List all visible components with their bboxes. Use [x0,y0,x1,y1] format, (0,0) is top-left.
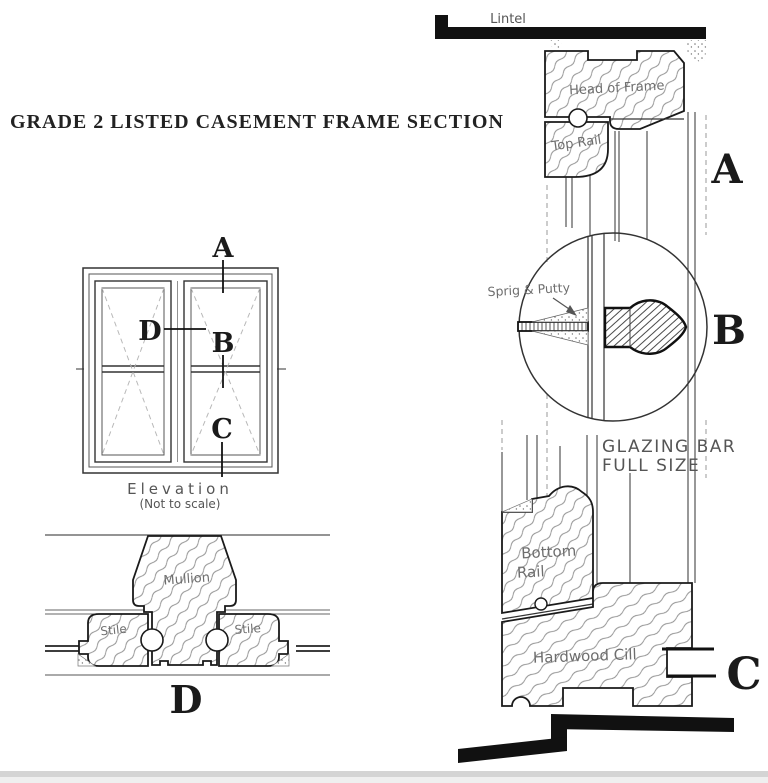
elevation-letter-c: C [211,414,233,445]
parting-bead [568,108,588,128]
elevation-caption: Elevation [127,480,233,498]
rail-clearance-line [501,603,594,620]
bottom-rail-label-line2: Rail [516,562,545,581]
section-letter-d: D [170,677,203,722]
putty-wedge-lower [531,330,589,346]
detail-letter-b: B [712,307,746,354]
bottom-rail-shape [501,485,594,615]
stile-right-label: Stile [234,621,261,637]
glass-lines-plan [45,645,330,652]
bottom-rail-label-line1: Bottom [521,542,577,563]
right-casement-sash [183,280,268,463]
putty-fillet-left [77,653,97,667]
wall-base-lower [458,737,567,763]
section-letter-a: A [710,146,743,193]
putty-arrow-head [566,305,577,316]
left-casement-sash [94,280,172,463]
head-of-frame-label: Head of Frame [569,79,665,99]
cill-section-drawing: Bottom Rail Hardwood Cill C [458,485,762,763]
mortar-stipple-right [686,40,708,64]
lintel-label: Lintel [490,12,526,27]
drip-bead [534,597,548,611]
elevation-letter-d: D [138,316,161,347]
window-inner-frame [88,273,273,468]
hardwood-cill-shape [501,582,693,707]
mullion-section-drawing: Mullion Stile Stile D [45,534,330,722]
page-title: GRADE 2 LISTED CASEMENT FRAME SECTION [10,111,504,133]
sprig-putty-label: Sprig & Putty [487,280,571,299]
putty-fillet-bottom-rail [501,498,533,513]
glazing-bar-caption-line1: GLAZING BAR [602,437,736,457]
wall-base-upper [551,714,734,732]
section-letter-c: C [726,649,761,700]
elevation-letter-a: A [212,233,235,264]
page-bottom-strip [0,777,768,783]
casement-opening-dashes [101,287,261,456]
glazing-bar-caption-line2: FULL SIZE [602,456,700,476]
dashed-projection-lines [501,115,707,508]
head-section-drawing: Lintel Head of Frame Top Rail A [435,12,743,193]
projection-lines [501,112,707,583]
mullion-label: Mullion [163,570,210,588]
staff-bead-right [205,628,229,652]
elevation-letter-b: B [212,328,235,359]
solid-projection-lines [501,112,696,583]
page-bottom-divider [0,771,768,777]
window-outer-frame [82,267,279,474]
hardwood-cill-label: Hardwood Cill [533,645,637,667]
lintel-shape [435,15,706,39]
stile-left-shape [78,613,149,667]
putty-fillet-right [270,653,290,667]
top-rail-label: Top Rail [550,133,603,155]
glazing-bar-profile [603,299,688,355]
elevation-note: (Not to scale) [140,497,221,511]
mortar-stipple-left [548,40,563,54]
top-rail-shape [544,121,609,178]
elevation-pointer-lines [164,260,224,477]
glass-edge-strip [517,321,589,332]
elevation-drawing: A D B C Elevation (Not to scale) [76,233,286,511]
stile-left-label: Stile [100,622,128,639]
staff-bead-left [140,628,164,652]
glazing-bar-detail: Sprig & Putty B GLAZING BAR FULL SIZE [487,232,746,476]
